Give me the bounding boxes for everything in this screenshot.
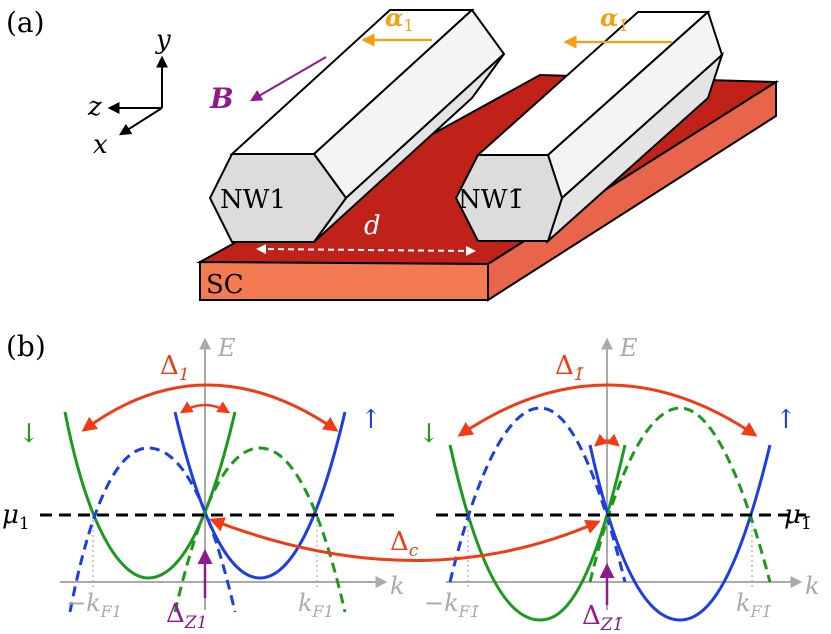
right-k-label: k <box>805 572 820 600</box>
z-axis-label: z <box>87 92 102 122</box>
x-axis-label: x <box>93 130 108 160</box>
field-label: B <box>209 82 234 115</box>
right-pos-kf-label: kF1̄ <box>736 589 772 621</box>
right-mu-label: μ1̄ <box>784 500 812 534</box>
band-diagram-right: E k ↓ ↑ Δ1̄ μ1̄ −kF1̄ kF1̄ ΔZ1̄ <box>418 334 820 634</box>
left-spin-up-dashed-band <box>68 446 237 613</box>
left-spin-up-solid-band <box>173 411 347 580</box>
left-pairing-arrow <box>81 383 339 432</box>
right-pairing-arrow <box>457 383 758 437</box>
alpha-left-label: α1 <box>385 3 414 35</box>
coupling-label: Δc <box>390 527 419 561</box>
nanowire-right: NW1̄ <box>454 10 725 245</box>
band-diagram-left: E k ↓ ↑ Δ1 μ1 −kF1 kF1 ΔZ1 <box>2 334 405 633</box>
right-inner-pairing-arrow <box>594 433 620 447</box>
left-k-label: k <box>390 572 405 600</box>
panel-a-label: (a) <box>6 6 45 39</box>
right-zeeman-label: ΔZ1̄ <box>582 601 623 634</box>
nw-left-label: NW1 <box>220 185 286 215</box>
sc-label: SC <box>206 270 244 300</box>
y-axis-label: y <box>155 25 171 55</box>
panel-b-label: (b) <box>6 330 46 363</box>
alpha-right-label: α1̄ <box>600 3 629 35</box>
right-spin-down-label: ↓ <box>418 419 440 449</box>
separation-label: d <box>364 211 381 241</box>
right-spin-down-dashed-band <box>588 406 772 583</box>
nw-left-cross-section <box>208 153 348 243</box>
right-spin-up-label: ↑ <box>775 405 797 435</box>
right-neg-kf-label: −kF1̄ <box>424 589 480 621</box>
separation-arrow <box>256 244 476 256</box>
x-axis-arrow <box>118 107 163 136</box>
right-E-label: E <box>619 334 638 362</box>
left-spin-up-label: ↑ <box>360 405 382 435</box>
nw-right-cross-section <box>454 154 564 242</box>
nw-right-label: NW1̄ <box>458 185 524 215</box>
left-spin-down-dashed-band <box>173 446 347 613</box>
right-spin-up-solid-band <box>588 444 772 622</box>
left-pos-kf-label: kF1 <box>298 589 334 621</box>
left-pairing-label: Δ1 <box>160 351 190 385</box>
left-neg-kf-label: −kF1 <box>66 589 122 621</box>
right-spin-down-solid-band <box>448 444 627 622</box>
left-zeeman-label: ΔZ1 <box>166 599 207 633</box>
right-pairing-label: Δ1̄ <box>555 351 585 385</box>
panel-a: (a) y z x B SC d NW1 <box>6 3 780 302</box>
left-spin-down-label: ↓ <box>18 419 40 449</box>
nanowire-left: NW1 <box>208 8 506 243</box>
coordinate-axes: y z x <box>87 25 171 160</box>
right-spin-up-dashed-band <box>448 406 627 583</box>
left-spin-down-solid-band <box>63 411 237 580</box>
field-arrow <box>249 56 327 102</box>
left-mu-label: μ1 <box>2 500 30 534</box>
left-E-label: E <box>217 334 236 362</box>
sc-front-face <box>199 260 489 301</box>
coupling-arrow <box>209 517 601 562</box>
panel-b: (b) E k ↓ ↑ Δ1 μ1 −kF1 kF1 ΔZ1 <box>2 330 820 634</box>
left-inner-pairing-arrow <box>179 401 231 414</box>
